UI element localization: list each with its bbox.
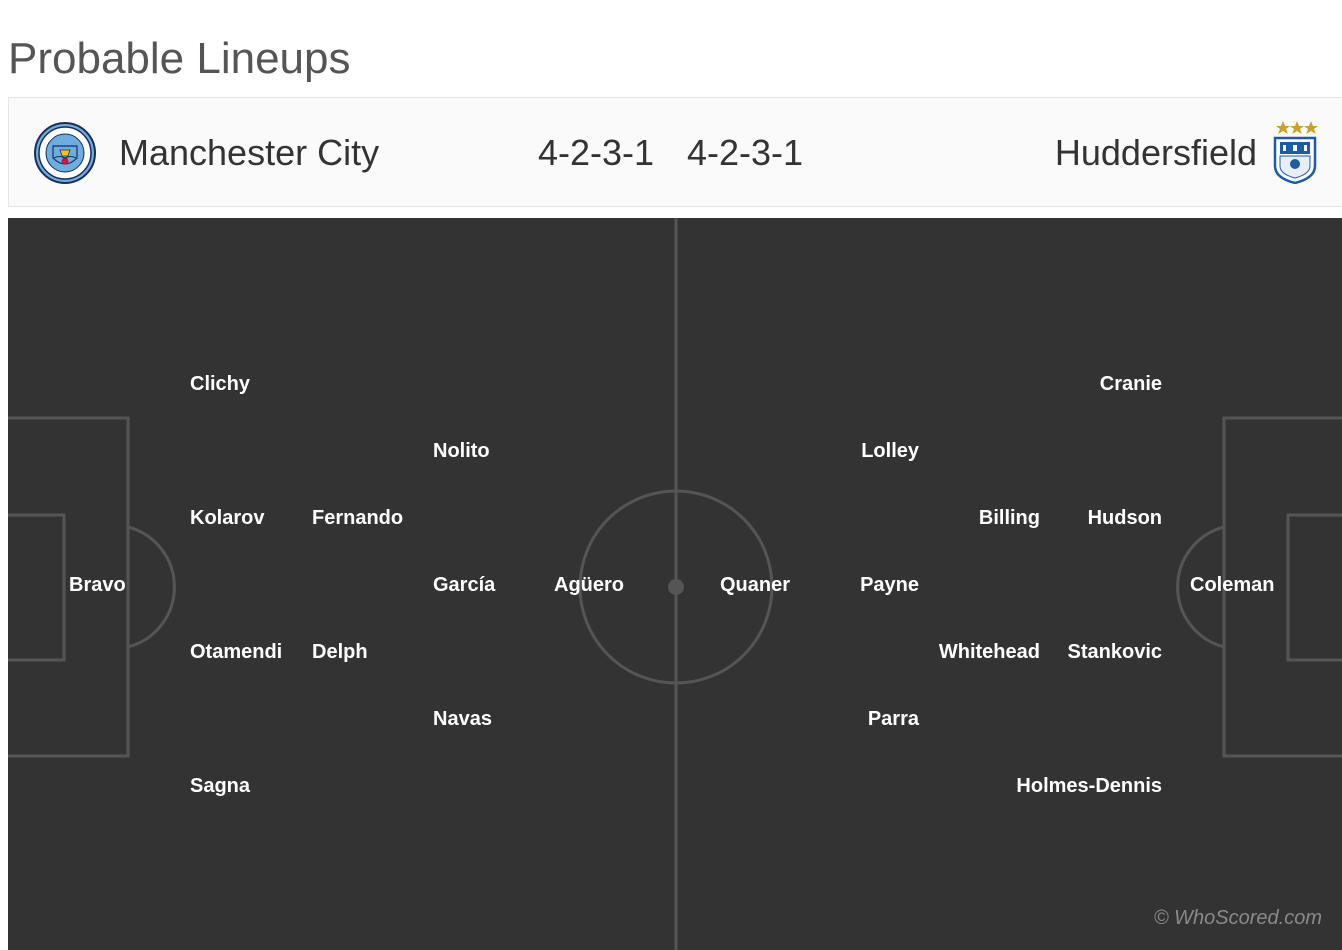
whoscored-watermark: © WhoScored.com (1153, 907, 1322, 929)
page-title: Probable Lineups (8, 34, 351, 83)
player-away-defensive-midfielder[interactable]: Whitehead (938, 641, 1040, 663)
player-home-forward[interactable]: Agüero (554, 574, 624, 596)
pitch: Bravo Clichy Kolarov Otamendi Sagna Fern… (8, 218, 1342, 950)
player-away-attacking-midfielder[interactable]: Parra (867, 708, 919, 730)
player-home-defender[interactable]: Kolarov (190, 507, 265, 529)
player-away-forward[interactable]: Quaner (720, 574, 791, 596)
player-home-attacking-midfielder[interactable]: Navas (433, 708, 492, 730)
home-team-name: Manchester City (119, 132, 380, 173)
team-header: Manchester City 4-2-3-1 4-2-3-1 Huddersf… (8, 97, 1342, 207)
huddersfield-crest-icon (1273, 121, 1318, 184)
away-formation: 4-2-3-1 (687, 132, 804, 173)
home-formation: 4-2-3-1 (538, 132, 655, 173)
manchester-city-crest-icon (34, 122, 96, 184)
player-away-defender[interactable]: Holmes-Dennis (1016, 775, 1162, 797)
player-away-defender[interactable]: Stankovic (1067, 641, 1162, 663)
away-team-name: Huddersfield (1054, 132, 1257, 173)
player-home-defender[interactable]: Clichy (190, 373, 251, 395)
player-away-defensive-midfielder[interactable]: Billing (978, 507, 1040, 529)
pitch-markings (8, 218, 1342, 950)
player-away-attacking-midfielder[interactable]: Payne (860, 574, 919, 596)
player-home-defensive-midfielder[interactable]: Delph (312, 641, 368, 663)
player-away-defender[interactable]: Cranie (1099, 373, 1162, 395)
player-away-goalkeeper[interactable]: Coleman (1190, 574, 1275, 596)
player-home-defensive-midfielder[interactable]: Fernando (312, 507, 404, 529)
player-home-attacking-midfielder[interactable]: García (433, 574, 496, 596)
player-away-attacking-midfielder[interactable]: Lolley (861, 440, 919, 462)
player-home-attacking-midfielder[interactable]: Nolito (433, 440, 490, 462)
player-away-defender[interactable]: Hudson (1087, 507, 1162, 529)
player-home-defender[interactable]: Otamendi (190, 641, 283, 663)
player-home-defender[interactable]: Sagna (190, 775, 251, 797)
player-home-goalkeeper[interactable]: Bravo (69, 574, 126, 596)
